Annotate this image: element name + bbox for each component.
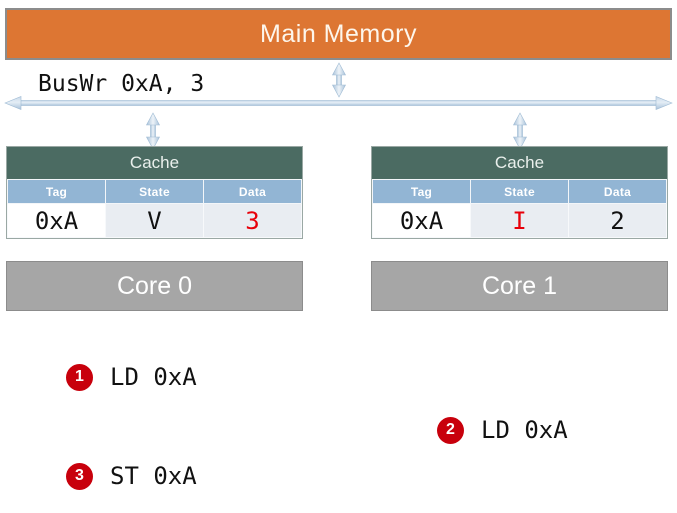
step-1-number-badge: 1 — [66, 363, 93, 391]
cache1-col-data: Data — [568, 179, 667, 204]
table-row: 0xA I 2 — [372, 203, 667, 238]
step-1-instruction: LD 0xA — [110, 363, 197, 391]
step-3-number-badge: 3 — [66, 462, 93, 490]
cache-block-core0: Cache Tag State Data 0xA V 3 — [6, 146, 303, 239]
step-1: 1 LD 0xA — [66, 363, 197, 391]
cache0-cell-tag: 0xA — [7, 203, 106, 238]
system-bus-line — [4, 96, 673, 110]
table-row: 0xA V 3 — [7, 203, 302, 238]
cache1-table-wrapper: Tag State Data 0xA I 2 — [371, 179, 668, 239]
cache0-col-tag: Tag — [7, 179, 106, 204]
cache1-cell-tag: 0xA — [372, 203, 471, 238]
cache0-table: Tag State Data 0xA V 3 — [7, 179, 302, 238]
core0-label: Core 0 — [116, 271, 193, 300]
cache0-col-data: Data — [203, 179, 302, 204]
cache1-cell-state: I — [470, 203, 569, 238]
cache-block-core1: Cache Tag State Data 0xA I 2 — [371, 146, 668, 239]
core1-label: Core 1 — [481, 271, 558, 300]
memory-bus-connector — [331, 62, 347, 98]
cache0-title: Cache — [6, 146, 303, 179]
main-memory-block: Main Memory — [5, 8, 672, 60]
cache1-cell-data: 2 — [568, 203, 667, 238]
cache1-col-state: State — [470, 179, 569, 204]
cache0-cell-data: 3 — [203, 203, 302, 238]
step-2-number-badge: 2 — [437, 416, 464, 444]
cache0-table-wrapper: Tag State Data 0xA V 3 — [6, 179, 303, 239]
cache1-col-tag: Tag — [372, 179, 471, 204]
core1-block: Core 1 — [371, 261, 668, 311]
cache0-bus-connector — [145, 112, 161, 150]
cache1-bus-connector — [512, 112, 528, 150]
cache0-col-state: State — [105, 179, 204, 204]
step-3: 3 ST 0xA — [66, 462, 197, 490]
table-header-row: Tag State Data — [372, 179, 667, 204]
cache1-title: Cache — [371, 146, 668, 179]
step-3-instruction: ST 0xA — [110, 462, 197, 490]
cache1-table: Tag State Data 0xA I 2 — [372, 179, 667, 238]
table-header-row: Tag State Data — [7, 179, 302, 204]
main-memory-label: Main Memory — [260, 19, 417, 48]
cache0-cell-state: V — [105, 203, 204, 238]
bus-transaction-label: BusWr 0xA, 3 — [38, 71, 205, 97]
step-2: 2 LD 0xA — [437, 416, 568, 444]
step-2-instruction: LD 0xA — [481, 416, 568, 444]
core0-block: Core 0 — [6, 261, 303, 311]
